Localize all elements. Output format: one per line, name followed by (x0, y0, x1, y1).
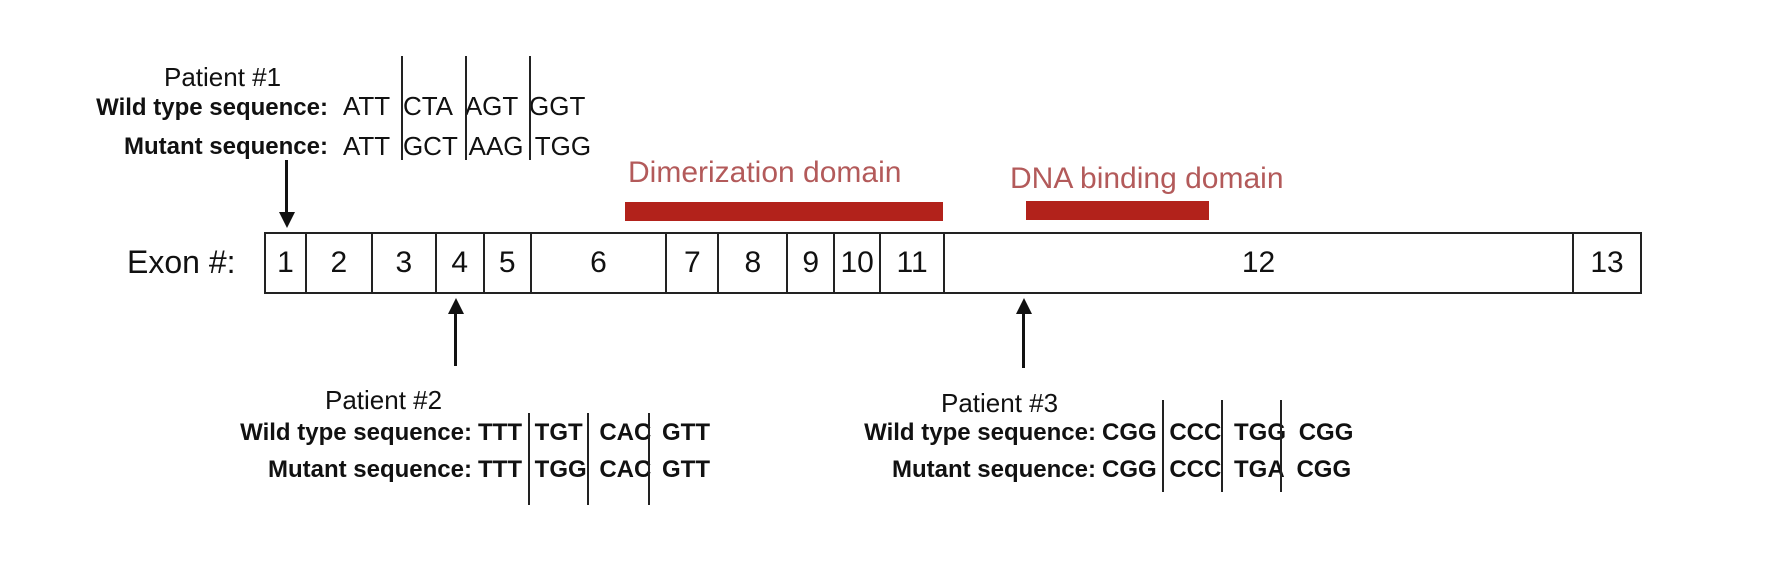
codon: GGT (529, 91, 586, 121)
codon: TGG (1234, 419, 1287, 446)
codon: CTA (402, 91, 452, 121)
exon-12: 12 (945, 234, 1575, 292)
patient-2-arrow-head-icon (448, 298, 464, 314)
patient-1-wild-label: Wild type sequence: (96, 94, 328, 121)
patient-1-arrow-head-icon (279, 212, 295, 228)
codon: CAC (599, 456, 652, 483)
codon: ATT (343, 91, 390, 121)
patient-3-reading-frame-line (1221, 400, 1223, 492)
patient-3-reading-frame-line (1280, 400, 1282, 492)
patient-1-mutant-label: Mutant sequence: (123, 133, 328, 160)
codon: ATT (343, 131, 390, 161)
codon: CGG (1102, 456, 1157, 483)
codon: TTT (478, 456, 522, 483)
patient-2-wild-label: Wild type sequence: (240, 419, 472, 446)
patient-1-reading-frame-line (529, 56, 531, 160)
exon-7: 7 (667, 234, 720, 292)
patient-3-wild-label: Wild type sequence: (864, 419, 1096, 446)
patient-3-wild-sequence: CGG CCC TGG CGG (1102, 419, 1353, 447)
dimerization-domain-label: Dimerization domain (628, 156, 902, 189)
patient-1-wild-sequence: ATT CTA AGT GGT (343, 91, 585, 122)
patient-3-mutant-label: Mutant sequence: (891, 456, 1096, 483)
patient-2-reading-frame-line (648, 413, 650, 505)
exon-5: 5 (485, 234, 532, 292)
exon-2: 2 (307, 234, 373, 292)
codon: GTT (662, 456, 710, 483)
exon-11: 11 (881, 234, 946, 292)
exon-4: 4 (437, 234, 485, 292)
patient-2-mutant-sequence: TTT TGG CAC GTT (478, 456, 710, 484)
patient-3-mutant-sequence: CGG CCC TGA CGG (1102, 456, 1351, 484)
codon: CGG (1102, 419, 1157, 446)
patient-2-reading-frame-line (587, 413, 589, 505)
codon: CGG (1298, 419, 1354, 446)
exon-bar: 1 2 3 4 5 6 7 8 9 10 11 12 13 (264, 232, 1642, 294)
exon-6: 6 (532, 234, 668, 292)
codon: TGG (534, 131, 592, 161)
codon: TGG (534, 456, 587, 483)
codon: AGT (464, 91, 518, 121)
patient-1-reading-frame-line (401, 56, 403, 160)
codon: TGA (1234, 456, 1284, 483)
exon-8: 8 (719, 234, 789, 292)
dna-binding-domain-bar (1026, 201, 1209, 220)
patient-2-arrow-line (454, 312, 457, 366)
codon: CAC (599, 419, 652, 446)
patient-3-arrow-head-icon (1016, 298, 1032, 314)
codon: CCC (1169, 456, 1222, 483)
codon: CGG (1296, 456, 1352, 483)
patient-2-mutant-label: Mutant sequence: (267, 456, 472, 483)
patient-2-reading-frame-line (528, 413, 530, 505)
codon: GTT (662, 419, 710, 446)
exon-13: 13 (1590, 246, 1624, 279)
dna-binding-domain-label: DNA binding domain (1010, 162, 1284, 195)
exon-3: 3 (373, 234, 437, 292)
patient-2-title: Patient #2 (325, 385, 443, 415)
codon: AAG (468, 131, 524, 161)
dimerization-domain-bar (625, 202, 943, 221)
patient-3-arrow-line (1022, 312, 1025, 368)
codon: GCT (402, 131, 458, 161)
exon-label: Exon #: (127, 244, 236, 280)
exon-1: 1 (266, 234, 307, 292)
patient-1-reading-frame-line (465, 56, 467, 160)
patient-3-title: Patient #3 (941, 388, 1059, 418)
patient-1-title: Patient #1 (164, 62, 282, 92)
exon-9: 9 (788, 234, 836, 292)
patient-1-mutant-sequence: ATT GCT AAG TGG (343, 131, 591, 162)
patient-3-reading-frame-line (1162, 400, 1164, 492)
exon-10: 10 (835, 234, 882, 292)
codon: TTT (478, 419, 522, 446)
codon: CCC (1169, 419, 1222, 446)
codon: TGT (534, 419, 583, 446)
patient-1-arrow-line (285, 160, 288, 214)
patient-2-wild-sequence: TTT TGT CAC GTT (478, 419, 710, 447)
